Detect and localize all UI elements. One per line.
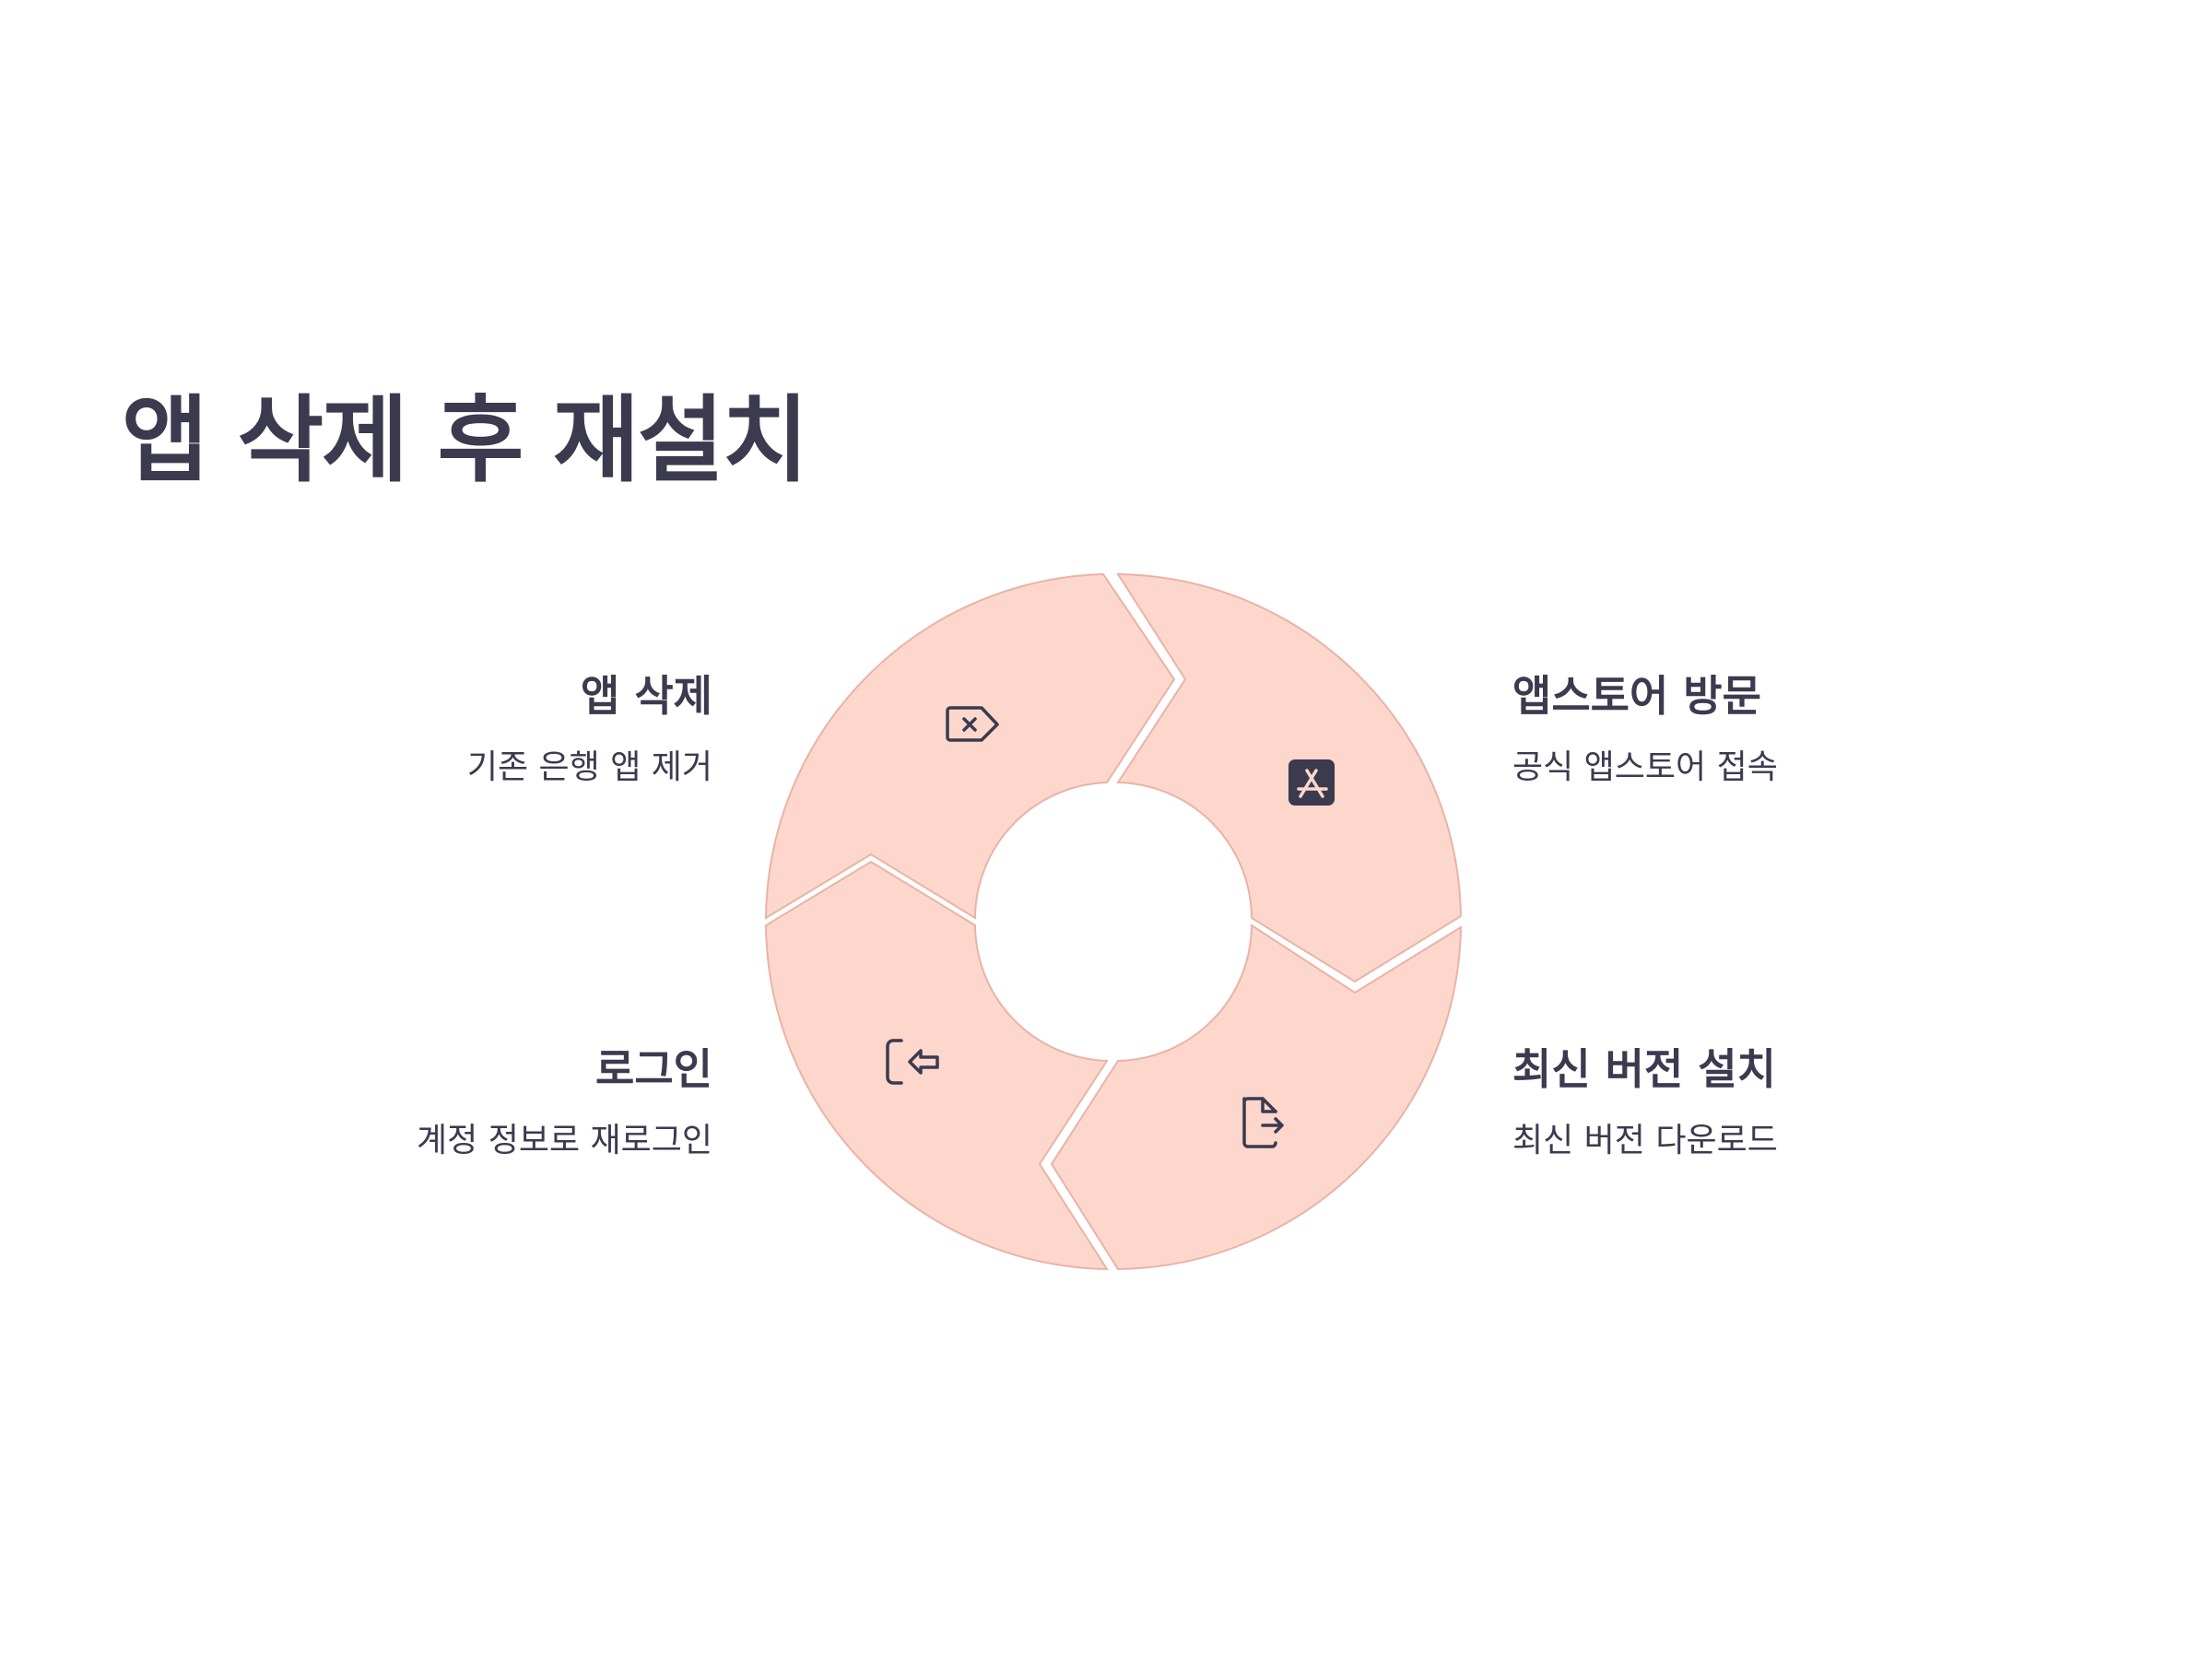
step-description: 계정 정보로 재로그인 xyxy=(417,1122,712,1160)
step-heading: 로그인 xyxy=(595,1044,712,1094)
login-icon xyxy=(886,1039,939,1085)
step-description: 기존 은행 앱 제거 xyxy=(466,748,712,787)
step-app-delete: 앱 삭제 기존 은행 앱 제거 xyxy=(196,671,712,787)
step-description: 공식 앱스토어 접속 xyxy=(1512,748,1778,787)
step-heading: 앱 삭제 xyxy=(581,671,712,721)
step-heading: 앱스토어 방문 xyxy=(1512,671,1761,721)
step-login: 로그인 계정 정보로 재로그인 xyxy=(196,1044,712,1160)
step-app-store: 앱스토어 방문 공식 앱스토어 접속 xyxy=(1512,671,2029,787)
file-export-icon xyxy=(1242,1097,1284,1148)
page-title: 앱 삭제 후 재설치 xyxy=(122,386,808,496)
step-install: 최신 버전 설치 최신 버전 다운로드 xyxy=(1512,1044,2029,1160)
step-description: 최신 버전 다운로드 xyxy=(1512,1122,1778,1160)
app-store-icon xyxy=(1288,759,1335,806)
segment-app-delete xyxy=(764,572,1176,920)
step-heading: 최신 버전 설치 xyxy=(1512,1044,1776,1094)
delete-tag-icon xyxy=(946,706,999,742)
